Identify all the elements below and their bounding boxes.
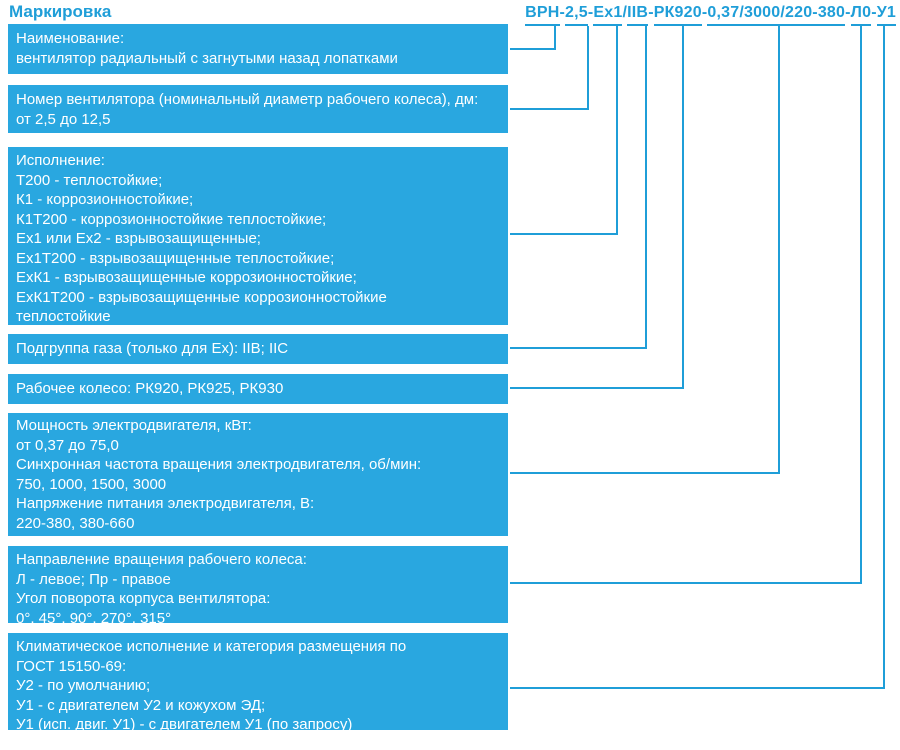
code-segment-series: ВРН: [525, 2, 560, 26]
model-code: ВРН-2,5-Ex1/IIB-РК920-0,37/3000/220-380-…: [525, 2, 896, 26]
code-separator: /: [622, 4, 628, 21]
code-segment-size: 2,5: [565, 2, 588, 26]
code-segment-motor: 0,37/3000/220-380: [707, 2, 846, 26]
code-segment-climate: У1: [876, 2, 896, 26]
connector-line: [510, 26, 556, 50]
spec-box-execution: Исполнение: Т200 - теплостойкие; К1 - ко…: [8, 147, 508, 325]
code-segment-impeller: РК920: [653, 2, 702, 26]
spec-box-rotation: Направление вращения рабочего колеса: Л …: [8, 546, 508, 623]
connector-line: [510, 26, 780, 474]
code-segment-gas-subgroup: IIB: [627, 2, 649, 26]
connector-line: [510, 26, 589, 110]
code-separator: -: [559, 4, 566, 21]
connector-line: [510, 26, 862, 584]
connector-line: [510, 26, 618, 235]
code-separator: -: [587, 4, 594, 21]
code-separator: -: [648, 4, 654, 21]
spec-box-gas-subgroup: Подгруппа газа (только для Ex): IIB; IIC: [8, 334, 508, 364]
code-segment-rotation: Л0: [850, 2, 872, 26]
code-separator: -: [701, 4, 708, 21]
spec-box-fan-number: Номер вентилятора (номинальный диаметр р…: [8, 85, 508, 133]
spec-box-motor: Мощность электродвигателя, кВт: от 0,37 …: [8, 413, 508, 536]
connector-line: [510, 26, 684, 389]
page-title: Маркировка: [9, 2, 112, 21]
code-separator: -: [871, 4, 877, 21]
spec-box-climate: Климатическое исполнение и категория раз…: [8, 633, 508, 730]
code-separator: -: [845, 4, 851, 21]
connector-line: [510, 26, 885, 689]
code-segment-execution: Ex1: [593, 2, 623, 26]
spec-box-impeller: Рабочее колесо: РК920, РК925, РК930: [8, 374, 508, 404]
spec-box-name: Наименование: вентилятор радиальный с за…: [8, 24, 508, 74]
connector-line: [510, 26, 647, 349]
